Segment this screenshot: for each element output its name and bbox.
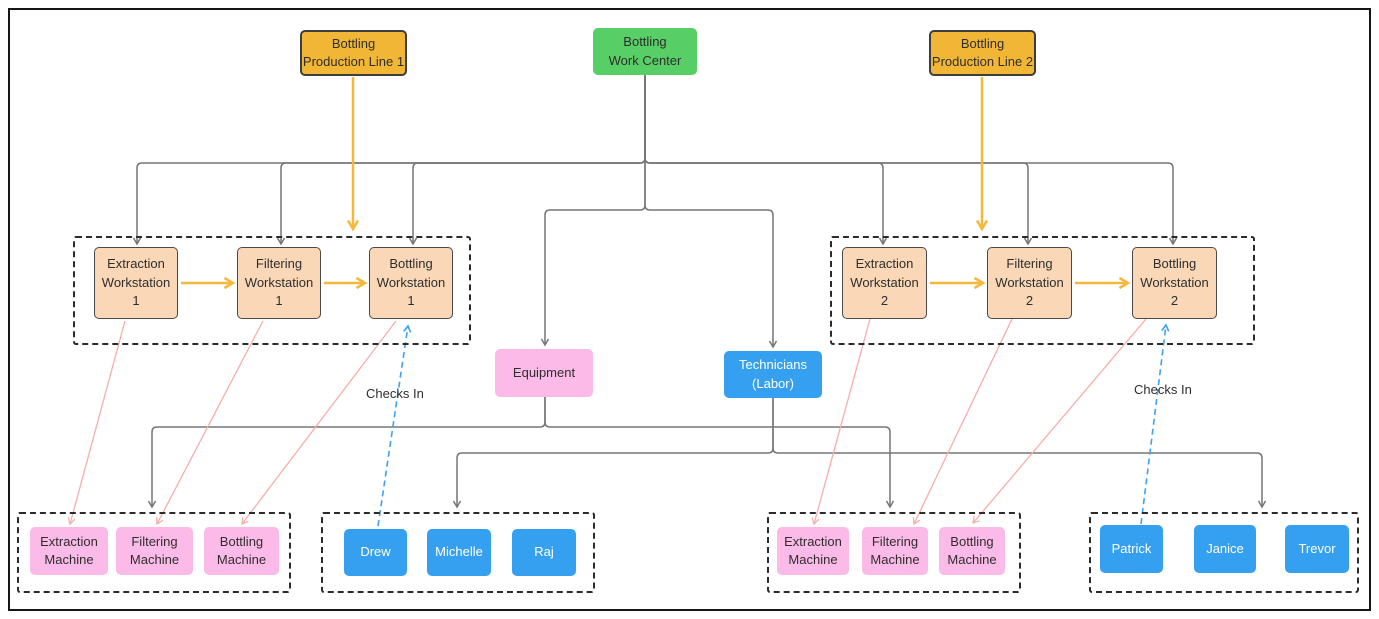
node-technician-raj[interactable]: Raj	[512, 529, 576, 576]
node-filtering-workstation-2[interactable]: Filtering Workstation 2	[987, 247, 1072, 319]
group-technicians-line-2[interactable]	[1089, 512, 1359, 593]
node-bottling-workstation-1[interactable]: Bottling Workstation 1	[369, 247, 453, 319]
group-workstations-line-2[interactable]	[830, 236, 1255, 345]
node-bottling-machine-2[interactable]: Bottling Machine	[939, 527, 1005, 575]
node-bottling-machine-1[interactable]: Bottling Machine	[204, 527, 279, 575]
node-extraction-machine-2[interactable]: Extraction Machine	[777, 527, 849, 575]
node-technicians-labor[interactable]: Technicians (Labor)	[724, 351, 822, 398]
group-machines-line-1[interactable]	[17, 512, 291, 593]
node-bottling-work-center[interactable]: Bottling Work Center	[593, 28, 697, 75]
diagram-border	[8, 8, 1371, 611]
node-technician-janice[interactable]: Janice	[1194, 525, 1256, 573]
node-technician-drew[interactable]: Drew	[344, 529, 407, 576]
node-bottling-workstation-2[interactable]: Bottling Workstation 2	[1132, 247, 1217, 319]
node-extraction-workstation-2[interactable]: Extraction Workstation 2	[842, 247, 927, 319]
group-technicians-line-1[interactable]	[321, 512, 595, 593]
node-filtering-machine-2[interactable]: Filtering Machine	[862, 527, 928, 575]
node-bottling-production-line-1[interactable]: Bottling Production Line 1	[300, 30, 407, 76]
node-extraction-machine-1[interactable]: Extraction Machine	[30, 527, 108, 575]
node-technician-michelle[interactable]: Michelle	[427, 529, 491, 576]
node-technician-trevor[interactable]: Trevor	[1285, 525, 1349, 573]
node-filtering-workstation-1[interactable]: Filtering Workstation 1	[237, 247, 321, 319]
checks-in-label-left: Checks In	[366, 386, 424, 401]
node-bottling-production-line-2[interactable]: Bottling Production Line 2	[929, 30, 1036, 76]
node-filtering-machine-1[interactable]: Filtering Machine	[116, 527, 193, 575]
group-workstations-line-1[interactable]	[73, 236, 471, 345]
node-technician-patrick[interactable]: Patrick	[1100, 525, 1163, 573]
node-extraction-workstation-1[interactable]: Extraction Workstation 1	[94, 247, 178, 319]
group-machines-line-2[interactable]	[767, 512, 1021, 593]
checks-in-label-right: Checks In	[1134, 382, 1192, 397]
node-equipment[interactable]: Equipment	[495, 349, 593, 397]
